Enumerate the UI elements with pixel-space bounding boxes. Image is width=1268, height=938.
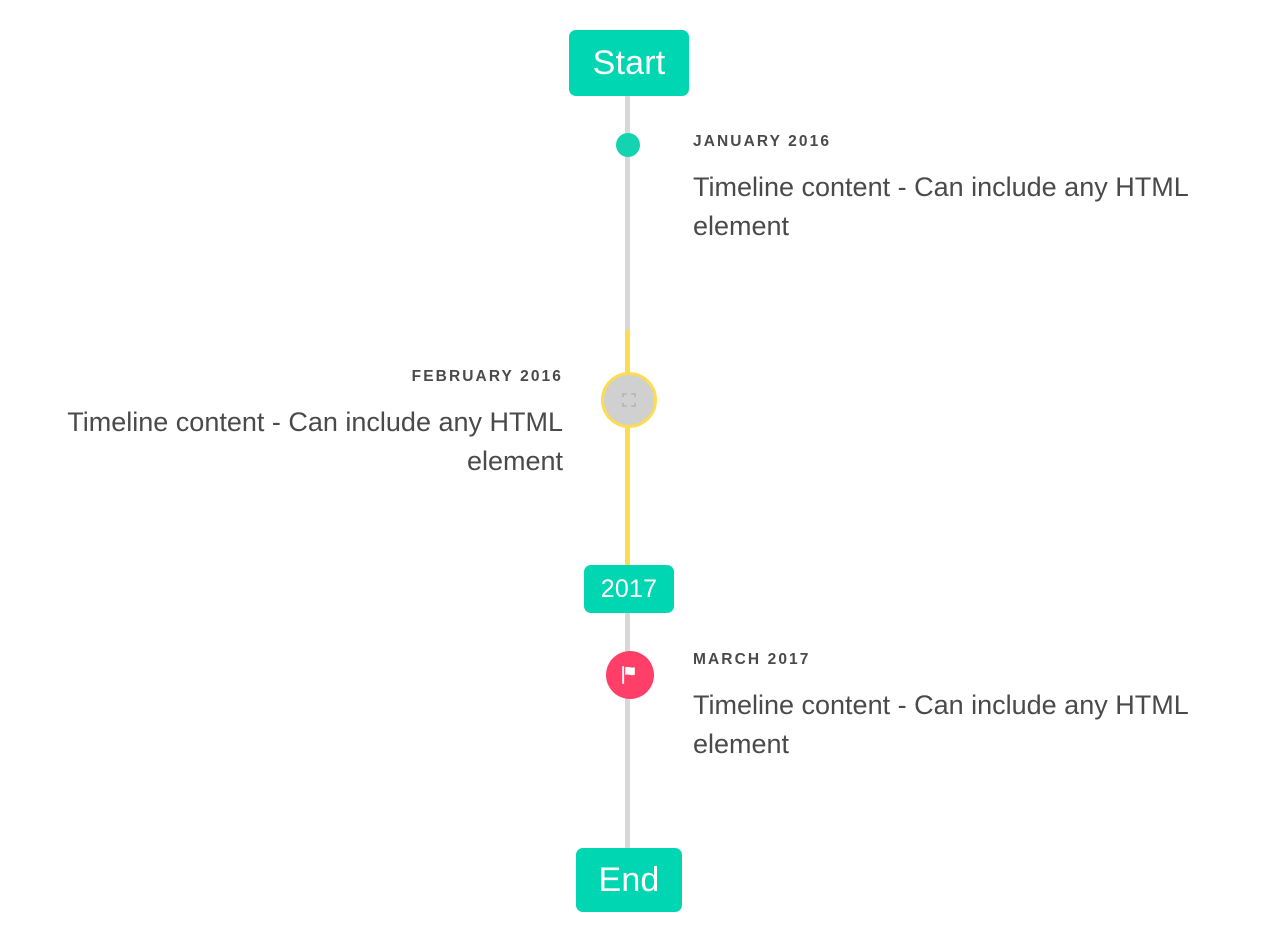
timeline-entry-body: Timeline content - Can include any HTML … xyxy=(67,406,563,476)
timeline-axis-segment-highlighted xyxy=(625,330,630,566)
timeline-entry-january: JANUARY 2016 Timeline content - Can incl… xyxy=(693,133,1221,246)
flag-icon xyxy=(622,666,635,684)
timeline-marker-image-february[interactable] xyxy=(601,372,657,428)
timeline-start-badge[interactable]: Start xyxy=(569,30,689,96)
timeline-entry-date: FEBRUARY 2016 xyxy=(411,368,563,385)
timeline-end-badge[interactable]: End xyxy=(576,848,682,912)
broken-image-icon xyxy=(622,393,636,407)
timeline-axis-segment-bottom xyxy=(625,612,630,852)
timeline-entry-date: JANUARY 2016 xyxy=(693,133,832,150)
timeline-marker-dot-january[interactable] xyxy=(616,133,640,157)
timeline-entry-march: MARCH 2017 Timeline content - Can includ… xyxy=(693,651,1221,764)
timeline-entry-body: Timeline content - Can include any HTML … xyxy=(693,689,1188,759)
timeline-entry-body: Timeline content - Can include any HTML … xyxy=(693,171,1188,241)
timeline-year-badge[interactable]: 2017 xyxy=(584,565,674,613)
timeline-axis-segment-top xyxy=(625,94,630,334)
timeline-marker-flag-march[interactable] xyxy=(606,651,654,699)
timeline-entry-date: MARCH 2017 xyxy=(693,651,811,668)
timeline-entry-february: FEBRUARY 2016 Timeline content - Can inc… xyxy=(35,368,563,481)
